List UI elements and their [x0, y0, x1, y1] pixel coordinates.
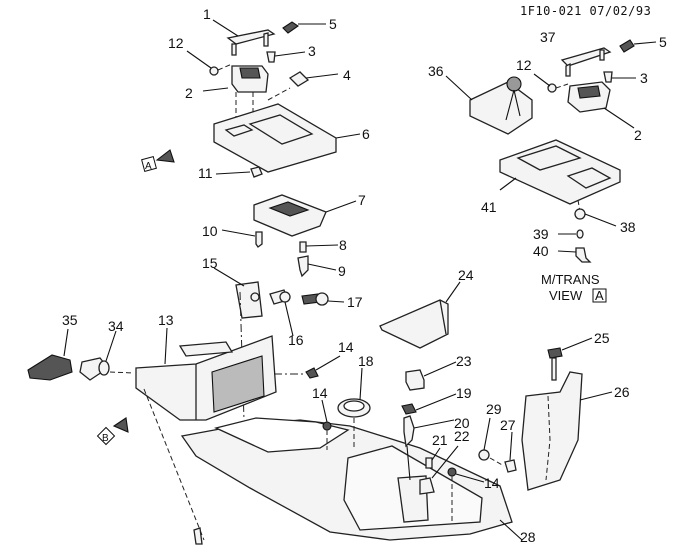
drawing-reference: 1F10-021 07/02/93	[520, 4, 652, 18]
callout-34: 34	[108, 318, 124, 334]
part-20-harness	[403, 415, 415, 481]
callout-28: 28	[520, 529, 536, 545]
part-14-screw-b	[322, 421, 332, 431]
callout-2-right: 2	[634, 127, 642, 143]
part-2-indicator-right	[567, 81, 611, 113]
part-41-console-plate	[499, 139, 621, 205]
part-26-lid	[521, 371, 583, 491]
callout-24: 24	[458, 267, 474, 283]
callout-7: 7	[358, 192, 366, 208]
part-10-pin	[255, 231, 263, 248]
part-17-lighter	[301, 292, 329, 306]
callout-8: 8	[339, 237, 347, 253]
part-11-nut	[250, 166, 263, 178]
part-38-knob	[574, 208, 586, 220]
callout-16: 16	[288, 332, 304, 348]
callout-23: 23	[456, 353, 472, 369]
part-13-console-housing	[135, 335, 277, 421]
callout-29: 29	[486, 401, 502, 417]
part-12-screw	[209, 66, 219, 76]
view-b-marker: B	[96, 417, 129, 446]
callout-14-a: 14	[338, 339, 354, 355]
callout-6: 6	[362, 126, 370, 142]
part-21-bulb	[425, 457, 433, 469]
part-1-bezel-top	[226, 29, 276, 56]
part-3-bulb-right	[603, 71, 613, 83]
part-19-switch	[401, 403, 417, 415]
callout-5: 5	[329, 16, 337, 32]
callout-9: 9	[338, 263, 346, 279]
callout-12: 12	[168, 35, 184, 51]
callout-15: 15	[202, 255, 218, 271]
view-a-marker: A	[141, 149, 175, 172]
callout-38: 38	[620, 219, 636, 235]
svg-text:A: A	[145, 161, 152, 172]
callout-36: 36	[428, 63, 444, 79]
callout-22: 22	[454, 428, 470, 444]
callout-17: 17	[347, 294, 363, 310]
callout-39: 39	[533, 226, 549, 242]
callout-18: 18	[358, 353, 374, 369]
part-40-socket	[575, 247, 592, 263]
part-6-console-plate	[213, 103, 337, 173]
callout-13: 13	[158, 312, 174, 328]
callout-21: 21	[432, 432, 448, 448]
part-24-bracket	[379, 299, 449, 349]
callout-3: 3	[308, 43, 316, 59]
callout-3-right: 3	[640, 70, 648, 86]
part-16-lighter-housing	[269, 289, 291, 305]
part-14-screw-c	[447, 467, 457, 477]
part-39-bulb	[576, 229, 584, 239]
callout-5-right: 5	[659, 34, 667, 50]
view-note-view: VIEW	[549, 288, 583, 303]
callout-27: 27	[500, 417, 516, 433]
part-36-shift-boot	[469, 76, 533, 135]
callout-35: 35	[62, 312, 78, 328]
view-note: M/TRANS VIEW A	[541, 272, 607, 303]
part-14-screw-a	[305, 367, 319, 379]
part-3-bulb	[266, 51, 276, 63]
callout-26: 26	[614, 384, 630, 400]
svg-text:B: B	[102, 433, 109, 444]
callout-14-c: 14	[484, 475, 500, 491]
part-4-lens	[288, 71, 310, 87]
callout-37: 37	[540, 29, 556, 45]
part-2-indicator	[231, 65, 269, 93]
part-5-clip	[282, 21, 299, 34]
callout-20: 20	[454, 415, 470, 431]
part-27-nut	[504, 459, 517, 473]
callout-1: 1	[203, 6, 211, 22]
part-25-latch	[547, 347, 563, 381]
callout-25: 25	[594, 330, 610, 346]
view-note-letter: A	[595, 288, 604, 303]
callout-41: 41	[481, 199, 497, 215]
part-22-cap	[419, 477, 435, 495]
part-9-socket	[297, 255, 309, 278]
part-5-clip-right	[619, 39, 635, 53]
callout-12-right: 12	[516, 57, 532, 73]
callout-19: 19	[456, 385, 472, 401]
part-7-switch-assembly	[253, 194, 327, 237]
callout-4: 4	[343, 67, 351, 83]
part-8-bulb	[299, 241, 307, 253]
part-15-bracket	[235, 281, 263, 319]
part-28-console-base	[180, 417, 513, 541]
part-23-switch	[405, 369, 425, 391]
part-29-screw	[478, 449, 490, 461]
view-note-transmission: M/TRANS	[541, 272, 600, 287]
part-18-cup-holder-insert	[337, 398, 371, 418]
part-clip-bottom	[193, 527, 203, 545]
callout-40: 40	[533, 243, 549, 259]
callout-2: 2	[185, 85, 193, 101]
callout-14-b: 14	[312, 385, 328, 401]
part-34-lighter-assembly	[79, 357, 110, 381]
callout-11: 11	[198, 165, 213, 181]
part-37-bezel-top	[560, 47, 612, 77]
callout-10: 10	[202, 223, 218, 239]
part-35-connector	[27, 354, 73, 381]
